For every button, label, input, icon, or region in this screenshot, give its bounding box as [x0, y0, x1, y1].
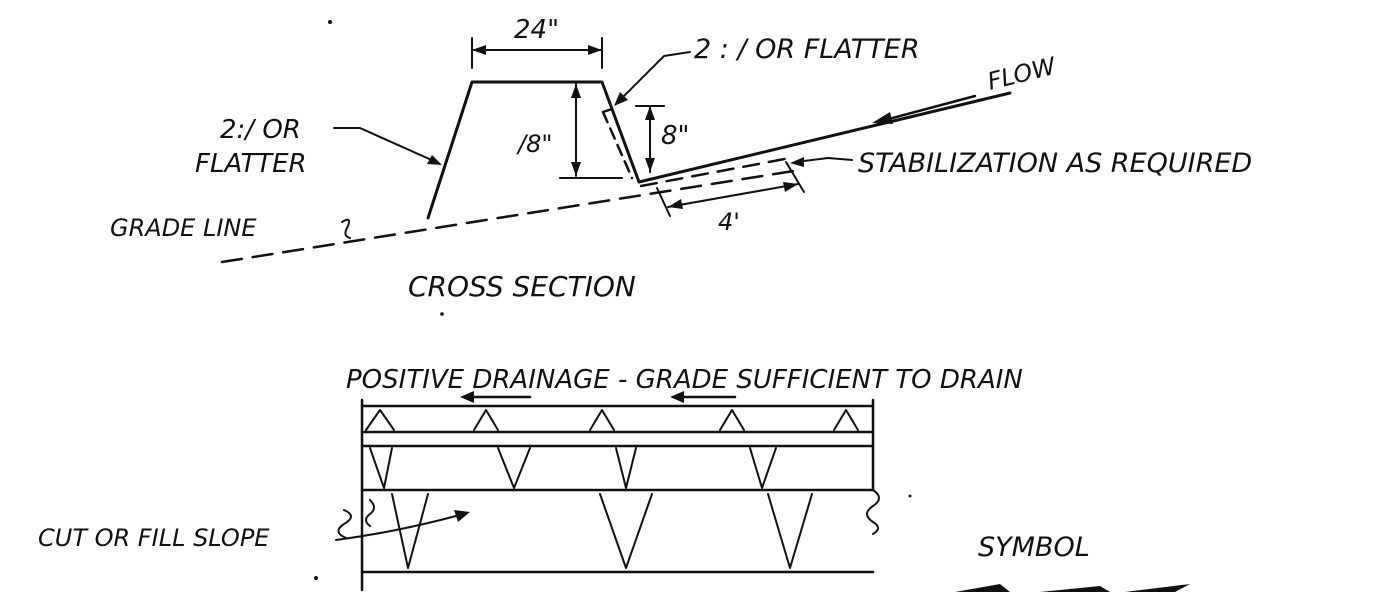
- flow-arrow-head: [872, 112, 893, 124]
- hatch-low-3: [767, 493, 813, 569]
- hatch-low-1: [391, 493, 429, 569]
- hatch-top-2: [473, 409, 499, 431]
- break-line-right: [866, 489, 880, 535]
- label-flow: FLOW: [985, 52, 1060, 96]
- hatch-low-2: [599, 493, 653, 569]
- break-line-left: [365, 499, 375, 527]
- stabilization-dashed: [639, 156, 792, 188]
- dim-18-arrow-top: [571, 84, 581, 98]
- plan-view: POSITIVE DRAINAGE - GRADE SUFFICIENT TO …: [38, 365, 1023, 592]
- hatch-mid-1: [369, 447, 393, 489]
- dim-18-arrow-bottom: [571, 162, 581, 176]
- cut-fill-brace: [337, 509, 352, 539]
- dim-24-arrow-right: [588, 45, 602, 55]
- dim-height: /8": [516, 130, 552, 158]
- dim-4-ext-right: [785, 161, 805, 193]
- scan-mark-1: [328, 20, 332, 24]
- dim-8-arrow-bottom: [645, 158, 655, 172]
- dike-outline: [426, 80, 641, 220]
- dim-4-line: [667, 183, 799, 208]
- dim-4-arrow-right: [783, 182, 798, 192]
- symbol-block: SYMBOL: [955, 532, 1190, 592]
- stabilization-arrow: [790, 157, 804, 167]
- slope-right-arrow: [614, 92, 628, 106]
- symbol-arrows: [955, 584, 1190, 592]
- hatch-top-5: [833, 409, 859, 431]
- hatch-top-4: [719, 409, 745, 431]
- grade-line: [220, 168, 802, 264]
- label-slope-right: 2 : / OR FLATTER: [694, 34, 920, 65]
- dim-top-width: 24": [514, 15, 559, 45]
- hatch-mid-2: [497, 447, 531, 489]
- scan-mark-4: [908, 494, 912, 498]
- slope-left-leader: [333, 127, 437, 163]
- hatch-top-1: [365, 409, 395, 431]
- dim-24-arrow-left: [472, 45, 486, 55]
- dim-depth: 8": [661, 121, 690, 151]
- symbol-label: SYMBOL: [978, 532, 1090, 563]
- channel-dashed-side: [601, 110, 634, 180]
- flow-arrow-shaft: [883, 94, 977, 122]
- scan-mark-2: [440, 312, 444, 316]
- slope-right-leader: [617, 51, 691, 103]
- symbol-arrow-3: [1125, 584, 1190, 592]
- label-stabilization: STABILIZATION AS REQUIRED: [858, 148, 1252, 179]
- scan-mark-3: [314, 576, 318, 580]
- ground-surface: [637, 91, 1012, 184]
- channel-tick: [601, 107, 614, 114]
- stabilization-leader: [795, 157, 853, 163]
- cut-fill-leader: [335, 515, 457, 541]
- dim-width-channel: 4': [718, 208, 740, 236]
- hatch-mid-4: [749, 447, 777, 489]
- dim-4-ext-left: [656, 187, 671, 217]
- hatch-mid-3: [615, 447, 637, 489]
- cut-fill-arrow: [454, 510, 470, 522]
- label-grade-line: GRADE LINE: [110, 214, 257, 242]
- cross-section-title: CROSS SECTION: [408, 270, 636, 303]
- hatch-top-3: [589, 409, 615, 431]
- drainage-arrow-2-head: [670, 391, 684, 403]
- label-slope-left-2: FLATTER: [195, 149, 307, 179]
- symbol-arrow-2: [1040, 586, 1110, 592]
- drainage-arrow-1-head: [460, 391, 474, 403]
- label-cut-fill: CUT OR FILL SLOPE: [38, 524, 270, 552]
- dim-4-arrow-left: [668, 199, 683, 209]
- label-slope-left-1: 2:/ OR: [220, 115, 301, 145]
- grade-line-leader: [341, 218, 351, 239]
- symbol-arrow-1: [955, 584, 1010, 592]
- cross-section: 24" /8" 8" 4' 2 : / OR FLATTER FLOW 2:/ …: [110, 15, 1252, 303]
- slope-left-arrow: [427, 155, 442, 165]
- label-drainage: POSITIVE DRAINAGE - GRADE SUFFICIENT TO …: [346, 365, 1023, 395]
- dim-8-arrow-top: [645, 106, 655, 120]
